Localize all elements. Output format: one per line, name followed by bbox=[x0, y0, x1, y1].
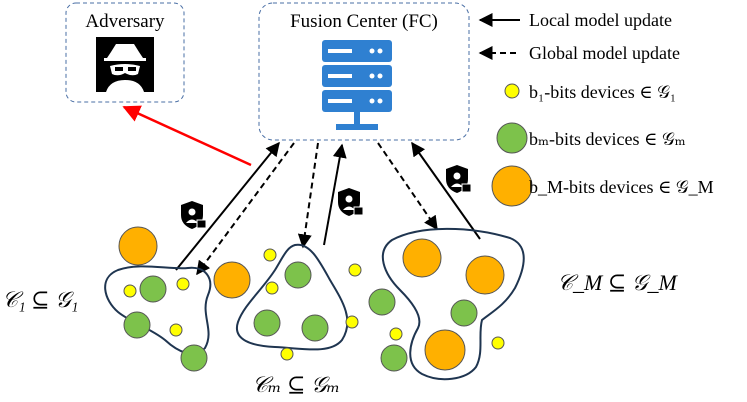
small-device bbox=[176, 277, 190, 291]
legend-large-device bbox=[491, 165, 533, 207]
cluster-M-outline bbox=[381, 227, 525, 381]
medium-device bbox=[253, 309, 281, 337]
large-device bbox=[118, 226, 158, 266]
legend-bM-devices: b_M-bits devices ∈ 𝒢_M bbox=[529, 177, 714, 197]
fusion-center-box bbox=[258, 2, 470, 141]
small-device bbox=[265, 281, 279, 295]
medium-devices bbox=[123, 261, 478, 372]
clusterM-local-update-arrow bbox=[411, 141, 481, 240]
large-device bbox=[213, 261, 251, 299]
small-device bbox=[389, 327, 403, 341]
cluster-m-outline bbox=[235, 243, 349, 351]
large-devices bbox=[118, 226, 505, 371]
adversary-box bbox=[65, 2, 185, 103]
cluster1-global-update-arrow bbox=[196, 142, 295, 276]
privacy-lock-icon bbox=[338, 188, 364, 216]
small-devices bbox=[123, 248, 505, 361]
privacy-lock-icon bbox=[181, 201, 207, 229]
medium-device bbox=[301, 314, 329, 342]
legend-local-update: Local model update bbox=[529, 10, 672, 30]
cluster-1-label: 𝒞₁ ⊆ 𝒢₁ bbox=[2, 287, 78, 312]
medium-device bbox=[123, 311, 151, 339]
legend-small-device bbox=[504, 83, 520, 99]
cluster-1-outline bbox=[104, 265, 212, 355]
clusterm-local-update-arrow bbox=[323, 143, 347, 246]
medium-device bbox=[368, 288, 396, 316]
adversary-label: Adversary bbox=[85, 11, 165, 32]
medium-device bbox=[450, 299, 478, 327]
small-device bbox=[345, 315, 359, 329]
clusterm-global-update-arrow bbox=[297, 142, 319, 249]
legend-medium-device bbox=[496, 122, 528, 154]
medium-device bbox=[284, 261, 312, 289]
small-device bbox=[263, 248, 277, 262]
legend-global-update: Global model update bbox=[529, 43, 680, 63]
medium-device bbox=[180, 344, 208, 372]
clusterM-global-update-arrow bbox=[377, 142, 438, 231]
legend-bm-devices: bₘ-bits devices ∈ 𝒢ₘ bbox=[529, 129, 686, 149]
small-device bbox=[491, 336, 505, 350]
small-device bbox=[280, 347, 294, 361]
cluster1-local-update-arrow bbox=[175, 141, 280, 271]
medium-device bbox=[139, 275, 167, 303]
large-device bbox=[424, 329, 466, 371]
small-device bbox=[123, 284, 137, 298]
privacy-lock-icon bbox=[446, 165, 472, 193]
medium-device bbox=[380, 344, 408, 372]
large-device bbox=[465, 255, 505, 295]
spy-icon bbox=[96, 37, 154, 92]
large-device bbox=[402, 238, 442, 278]
server-icon bbox=[322, 40, 392, 130]
cluster-m-label: 𝒞ₘ ⊆ 𝒢ₘ bbox=[252, 372, 340, 397]
cluster-M-label: 𝒞_M ⊆ 𝒢_M bbox=[557, 270, 678, 295]
adversary-eavesdrop-arrow bbox=[122, 105, 252, 167]
legend-b1-devices: b₁-bits devices ∈ 𝒢₁ bbox=[529, 82, 676, 102]
small-device bbox=[348, 263, 362, 277]
small-device bbox=[169, 323, 183, 337]
fusion-center-label: Fusion Center (FC) bbox=[290, 11, 438, 32]
